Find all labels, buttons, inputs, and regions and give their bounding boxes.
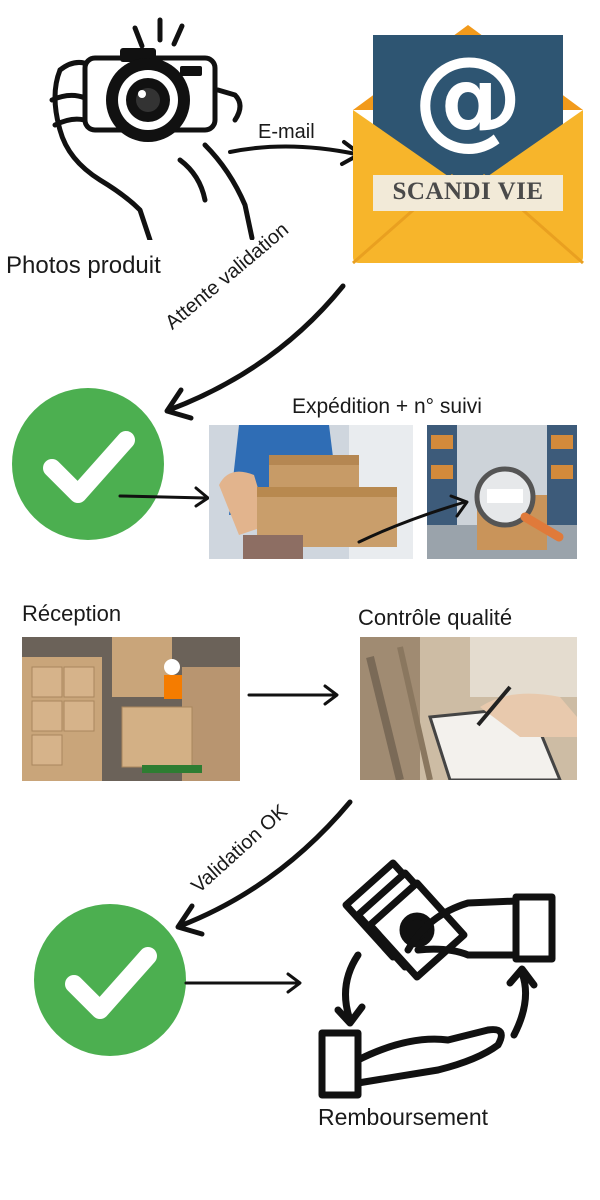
quality-label: Contrôle qualité (358, 605, 513, 630)
waiting-arrow (155, 280, 355, 430)
to-refund-arrow (184, 970, 306, 996)
tracking-scan-photo (427, 425, 577, 559)
refund-label: Remboursement (318, 1104, 489, 1130)
shipping-link-arrow (355, 490, 475, 550)
money-exchange-hands-icon (318, 855, 558, 1100)
email-arrow-label: E-mail (258, 121, 315, 143)
to-shipping-arrow (118, 482, 213, 508)
reception-label: Réception (22, 601, 122, 626)
validation-ok-check-icon (34, 904, 186, 1056)
to-quality-arrow (247, 682, 342, 708)
quality-check-photo (360, 637, 577, 780)
shipping-boxes-photo (209, 425, 413, 559)
brand-label: SCANDI VIE (392, 178, 544, 205)
reception-warehouse-photo (22, 637, 240, 781)
validation-check-icon (12, 388, 164, 540)
svg-text:@: @ (413, 33, 523, 161)
camera-hands-icon (30, 10, 260, 240)
shipping-label: Expédition + n° suivi (292, 395, 482, 418)
email-envelope-icon: @ SCANDI VIE (343, 15, 593, 265)
validation-ok-arrow (168, 798, 358, 943)
photos-label: Photos produit (6, 252, 161, 279)
